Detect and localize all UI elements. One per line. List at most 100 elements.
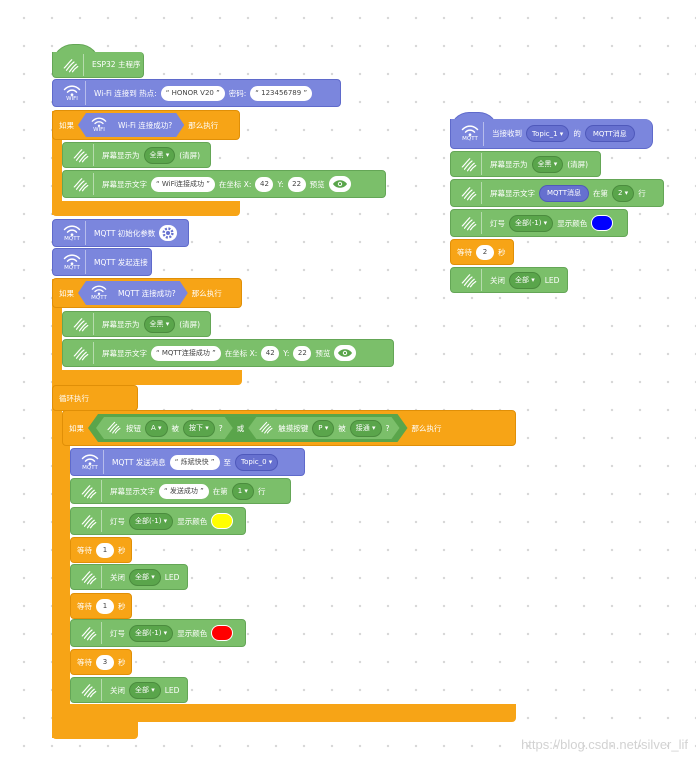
mqtt-connected-condition[interactable]: MQTT MQTT 连接成功? (78, 281, 188, 305)
if1-header[interactable]: 如果 WIFI Wi-Fi 连接成功? 那么执行 (52, 110, 240, 140)
question-mark: ? (218, 423, 223, 433)
color-swatch-blue[interactable] (591, 215, 614, 231)
mqtt-icon: MQTT (457, 121, 484, 146)
touch-state-dropdown[interactable]: 接通 ▾ (350, 420, 382, 437)
if3-header[interactable]: 如果 按钮 A ▾ 被 按下 ▾ ? 或 触摸按键 P ▾ 被 接通 ▾ ? 那… (62, 410, 516, 446)
wait-input[interactable]: 1 (96, 598, 114, 614)
screen-fill-dropdown[interactable]: 全黑 ▾ (143, 315, 176, 333)
coord-x-input[interactable]: 42 (255, 176, 274, 192)
button-dropdown[interactable]: A ▾ (145, 420, 168, 437)
hand-icon (457, 212, 482, 234)
touch-condition[interactable]: 触摸按键 P ▾ 被 接通 ▾ ? (248, 417, 399, 439)
pressed-dropdown[interactable]: 按下 ▾ (183, 420, 215, 437)
coord-y-input[interactable]: 22 (287, 176, 306, 192)
if3-spine (62, 440, 70, 722)
wifi-connect-block[interactable]: WIFI Wi-Fi 连接到 热点: “ HONOR V20 ” 密码: “ 1… (52, 79, 341, 107)
line-dropdown[interactable]: 1 ▾ (231, 482, 254, 500)
side-screen-fill-block[interactable]: 屏幕显示为 全黑 ▾ (清屏) (450, 151, 601, 177)
side-led-off-block[interactable]: 关闭 全部 ▾ LED (450, 267, 568, 293)
screen-fill-dropdown[interactable]: 全黑 ▾ (531, 155, 564, 173)
screen-line-text-block[interactable]: 屏幕显示文字 “ 发送成功 ” 在第 1 ▾ 行 (70, 478, 291, 504)
show-color-label: 显示颜色 (557, 218, 588, 228)
mqtt-icon: MQTT (77, 450, 104, 474)
coord-y-label: Y: (283, 348, 290, 358)
button-pressed-condition[interactable]: 按钮 A ▾ 被 按下 ▾ ? (96, 417, 233, 439)
eye-icon[interactable] (334, 345, 357, 361)
screen-text-block-1[interactable]: 屏幕显示文字 “ WiFi连接成功 ” 在坐标 X: 42 Y: 22 预览 (62, 170, 386, 198)
screen-text-input[interactable]: “ MQTT连接成功 ” (151, 345, 221, 361)
mqtt-receive-hat[interactable]: MQTT 当接收到 Topic_1 ▾ 的 MQTT消息 (450, 119, 653, 149)
mqtt-icon: MQTT (59, 221, 86, 245)
screen-fill-block-2[interactable]: 屏幕显示为 全黑 ▾ (清屏) (62, 311, 211, 337)
led-color-block-red[interactable]: 灯号 全部(-1) ▾ 显示颜色 (70, 619, 246, 647)
coord-x-label: 在坐标 X: (218, 179, 252, 189)
wait-block-1[interactable]: 等待 1 秒 (70, 537, 132, 563)
wifi-connect-label: Wi-Fi 连接到 热点: (94, 88, 157, 98)
color-swatch-yellow[interactable] (211, 513, 234, 529)
line-suffix: 行 (638, 188, 646, 198)
led-color-block-yellow[interactable]: 灯号 全部(-1) ▾ 显示颜色 (70, 507, 246, 535)
screen-text-label: 屏幕显示文字 (102, 348, 147, 358)
screen-fill-dropdown[interactable]: 全黑 ▾ (143, 146, 176, 164)
wait-input[interactable]: 2 (476, 244, 494, 260)
led-dropdown[interactable]: 全部(-1) ▾ (129, 512, 174, 530)
led-dropdown[interactable]: 全部(-1) ▾ (509, 214, 554, 232)
led-suffix: LED (164, 572, 180, 582)
coord-x-input[interactable]: 42 (261, 345, 280, 361)
if2-header[interactable]: 如果 MQTT MQTT 连接成功? 那么执行 (52, 278, 242, 308)
mqtt-message-reporter[interactable]: MQTT消息 (539, 184, 589, 202)
led-off-label: 关闭 (110, 685, 125, 695)
screen-text-label: 屏幕显示文字 (490, 188, 535, 198)
screen-fill-block-1[interactable]: 屏幕显示为 全黑 ▾ (清屏) (62, 142, 211, 168)
side-led-color-block-blue[interactable]: 灯号 全部(-1) ▾ 显示颜色 (450, 209, 628, 237)
screen-fill-suffix: (清屏) (179, 150, 201, 160)
main-hat-block[interactable]: ESP32 主程序 (52, 52, 144, 78)
receive-topic-dropdown[interactable]: Topic_1 ▾ (526, 125, 570, 142)
mqtt-send-block[interactable]: MQTT MQTT 发送消息 “ 烁斌快快 ” 至 Topic_0 ▾ (70, 448, 305, 476)
wifi-pwd-input[interactable]: “ 123456789 ” (250, 85, 313, 101)
eye-icon[interactable] (328, 176, 351, 192)
if2-cblock-bottom (52, 370, 242, 385)
touch-pin-dropdown[interactable]: P ▾ (312, 420, 334, 437)
mqtt-icon: MQTT (59, 250, 86, 274)
mqtt-connect-label: MQTT 发起连接 (94, 257, 148, 267)
hand-icon (77, 510, 102, 532)
screen-text-input[interactable]: “ WiFi连接成功 ” (151, 176, 215, 192)
screen-text-input[interactable]: “ 发送成功 ” (159, 483, 209, 499)
side-screen-text-block[interactable]: 屏幕显示文字 MQTT消息 在第 2 ▾ 行 (450, 179, 664, 207)
mqtt-message-input[interactable]: “ 烁斌快快 ” (169, 454, 220, 470)
if2-if-label: 如果 (59, 288, 74, 298)
mqtt-topic-dropdown[interactable]: Topic_0 ▾ (235, 453, 279, 471)
or-condition[interactable]: 按钮 A ▾ 被 按下 ▾ ? 或 触摸按键 P ▾ 被 接通 ▾ ? (88, 414, 408, 442)
led-off-dropdown[interactable]: 全部 ▾ (129, 681, 161, 699)
led-off-dropdown[interactable]: 全部 ▾ (509, 271, 541, 289)
wait-block-2[interactable]: 等待 1 秒 (70, 593, 132, 619)
hand-icon (69, 313, 94, 335)
wifi-connected-condition[interactable]: WIFI Wi-Fi 连接成功? (78, 113, 184, 137)
main-hat-label: ESP32 主程序 (92, 60, 141, 69)
wifi-connected-text: Wi-Fi 连接成功? (118, 120, 173, 130)
color-swatch-red[interactable] (211, 625, 234, 641)
coord-y-input[interactable]: 22 (293, 345, 312, 361)
mqtt-init-block[interactable]: MQTT MQTT 初始化参数 (52, 219, 189, 247)
led-label: 灯号 (110, 516, 125, 526)
screen-text-block-2[interactable]: 屏幕显示文字 “ MQTT连接成功 ” 在坐标 X: 42 Y: 22 预览 (62, 339, 394, 367)
mqtt-init-label: MQTT 初始化参数 (94, 228, 156, 238)
loop-bottom (52, 722, 138, 739)
led-off-dropdown[interactable]: 全部 ▾ (129, 568, 161, 586)
wifi-pwd-label: 密码: (228, 88, 247, 98)
wait-block-3[interactable]: 等待 3 秒 (70, 649, 132, 675)
line-dropdown[interactable]: 2 ▾ (611, 184, 635, 202)
wifi-ssid-input[interactable]: “ HONOR V20 ” (160, 85, 225, 101)
wait-input[interactable]: 3 (96, 654, 114, 670)
hand-icon (77, 566, 102, 588)
loop-header[interactable]: 循环执行 (52, 385, 138, 411)
gear-icon[interactable] (159, 225, 178, 241)
mqtt-connect-block[interactable]: MQTT MQTT 发起连接 (52, 248, 152, 276)
mqtt-message-reporter[interactable]: MQTT消息 (584, 125, 635, 142)
led-off-block-1[interactable]: 关闭 全部 ▾ LED (70, 564, 188, 590)
led-dropdown[interactable]: 全部(-1) ▾ (129, 624, 174, 642)
wait-input[interactable]: 1 (96, 542, 114, 558)
side-wait-block[interactable]: 等待 2 秒 (450, 239, 514, 265)
led-off-block-2[interactable]: 关闭 全部 ▾ LED (70, 677, 188, 703)
